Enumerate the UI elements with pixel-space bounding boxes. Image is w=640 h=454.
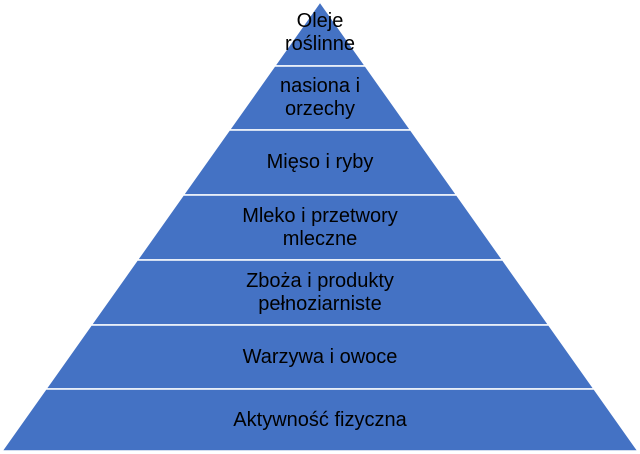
level-label-line: mleczne [282, 227, 358, 250]
level-label-line: Oleje [296, 10, 344, 32]
level-label-line: Zboża i produkty [246, 269, 394, 292]
level-label-vegetables-fruits: Warzywa i owoce [120, 325, 520, 389]
level-label-physical-activity: Aktywność fizyczna [120, 389, 520, 451]
level-label-line: Warzywa i owoce [242, 345, 398, 368]
pyramid-level-physical-activity [0, 388, 640, 452]
level-label-line: roślinne [284, 33, 356, 55]
level-label-line: pełnoziarniste [258, 292, 382, 315]
level-label-meat-fish: Mięso i ryby [120, 130, 520, 195]
level-label-line: Aktywność fizyczna [233, 408, 407, 431]
level-label-line: nasiona i [279, 75, 361, 97]
level-label-line: Mięso i ryby [266, 151, 374, 173]
level-label-line: Mleko i przetwory [242, 204, 398, 227]
level-label-line: orzechy [284, 98, 356, 120]
